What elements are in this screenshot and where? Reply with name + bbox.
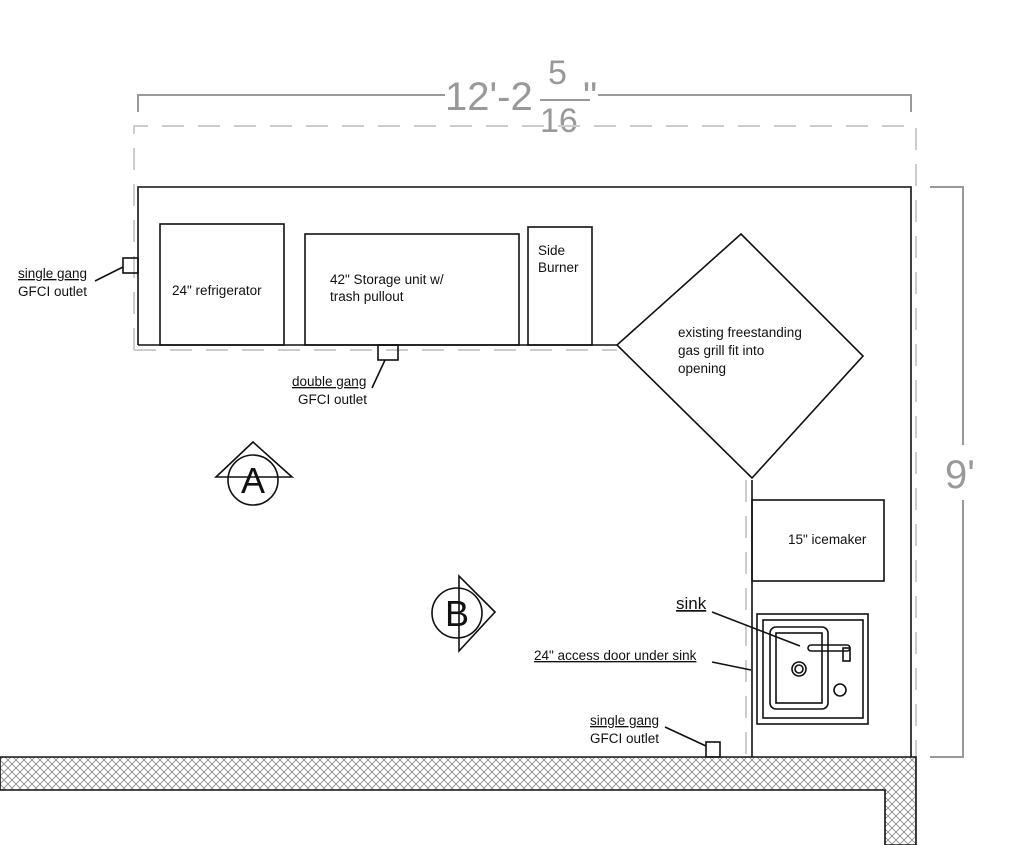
svg-text:GFCI outlet: GFCI outlet: [590, 731, 659, 746]
svg-text:A: A: [241, 460, 265, 501]
svg-text:24" refrigerator: 24" refrigerator: [172, 283, 262, 298]
svg-text:single gang: single gang: [590, 713, 659, 728]
refrigerator: 24" refrigerator: [159, 223, 285, 346]
outlet-left: [122, 257, 139, 274]
house-wall: [0, 756, 917, 845]
svg-text:42" Storage unit w/: 42" Storage unit w/: [330, 272, 444, 287]
svg-text:15" icemaker: 15" icemaker: [788, 532, 867, 547]
storage-unit: 42" Storage unit w/ trash pullout: [304, 233, 520, 346]
svg-text:sink: sink: [676, 594, 707, 613]
svg-text:gas grill fit into: gas grill fit into: [678, 343, 764, 358]
svg-text:B: B: [445, 593, 469, 634]
svg-text:GFCI outlet: GFCI outlet: [298, 392, 367, 407]
callout-outlet-double: double gang GFCI outlet: [292, 359, 386, 407]
callout-sink: sink: [676, 594, 801, 647]
side-burner: Side Burner: [527, 226, 593, 346]
svg-text:24" access door under sink: 24" access door under sink: [534, 648, 697, 663]
svg-text:existing freestanding: existing freestanding: [678, 325, 802, 340]
overhang-outline: [133, 125, 917, 757]
callout-outlet-left: single gang GFCI outlet: [18, 266, 124, 299]
gas-grill: existing freestanding gas grill fit into…: [615, 232, 865, 480]
outlet-bottom: [705, 741, 721, 758]
sink: [756, 613, 869, 725]
svg-text:double gang: double gang: [292, 374, 366, 389]
width-dimension: 12'-2 5 16 ": [137, 54, 912, 140]
svg-text:trash pullout: trash pullout: [330, 289, 404, 304]
outlet-double: [377, 344, 399, 361]
view-marker-b: B: [431, 574, 497, 654]
svg-text:single gang: single gang: [18, 266, 87, 281]
icemaker: 15" icemaker: [751, 499, 885, 582]
svg-text:": ": [583, 75, 597, 119]
svg-text:GFCI outlet: GFCI outlet: [18, 284, 87, 299]
svg-text:12'-2: 12'-2: [445, 75, 533, 119]
svg-text:Side: Side: [538, 243, 565, 258]
svg-text:9': 9': [945, 453, 975, 497]
svg-text:opening: opening: [678, 361, 726, 376]
view-marker-a: A: [213, 440, 295, 506]
svg-text:16: 16: [540, 102, 578, 140]
callout-access-door: 24" access door under sink: [534, 648, 752, 671]
svg-text:5: 5: [548, 54, 567, 92]
callout-outlet-bottom: single gang GFCI outlet: [590, 713, 707, 747]
svg-text:Burner: Burner: [538, 260, 579, 275]
depth-dimension: 9': [930, 186, 980, 758]
